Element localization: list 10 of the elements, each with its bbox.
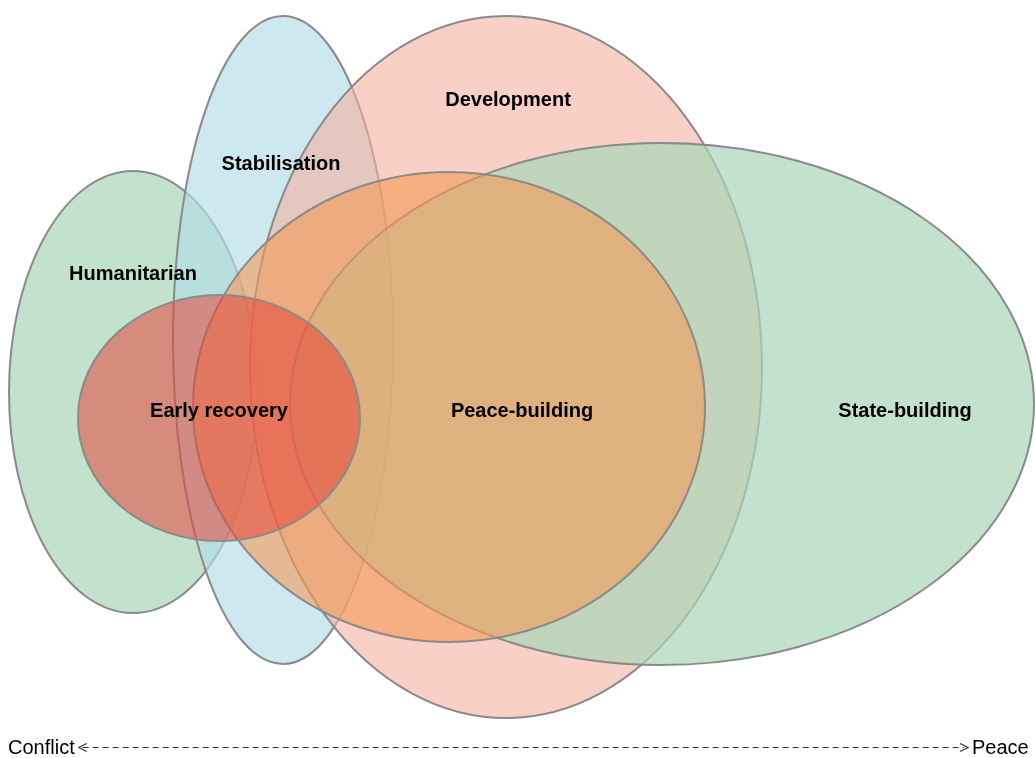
set-label: State-building	[838, 398, 972, 422]
set-label: Development	[445, 87, 571, 111]
axis-end-label: Conflict	[8, 736, 75, 758]
set-label: Humanitarian	[69, 261, 197, 285]
set-label: Early recovery	[150, 398, 288, 422]
dashed-arrow	[78, 742, 969, 753]
axis-end-label: Peace	[972, 736, 1029, 758]
set-label: Peace-building	[450, 398, 594, 422]
early-recovery-ellipse	[77, 294, 361, 542]
set-label: Stabilisation	[221, 151, 341, 175]
